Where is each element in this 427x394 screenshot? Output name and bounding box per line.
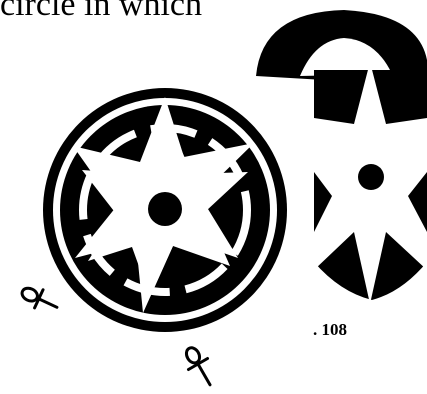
ankh-symbol-left bbox=[18, 282, 61, 316]
ankh-symbol-bottom bbox=[179, 343, 219, 390]
main-emblem bbox=[43, 88, 287, 332]
emblem-center-dot bbox=[148, 192, 182, 226]
figure-number: . 108 bbox=[313, 320, 347, 340]
side-emblem bbox=[256, 10, 427, 320]
side-center-dot bbox=[358, 164, 384, 190]
